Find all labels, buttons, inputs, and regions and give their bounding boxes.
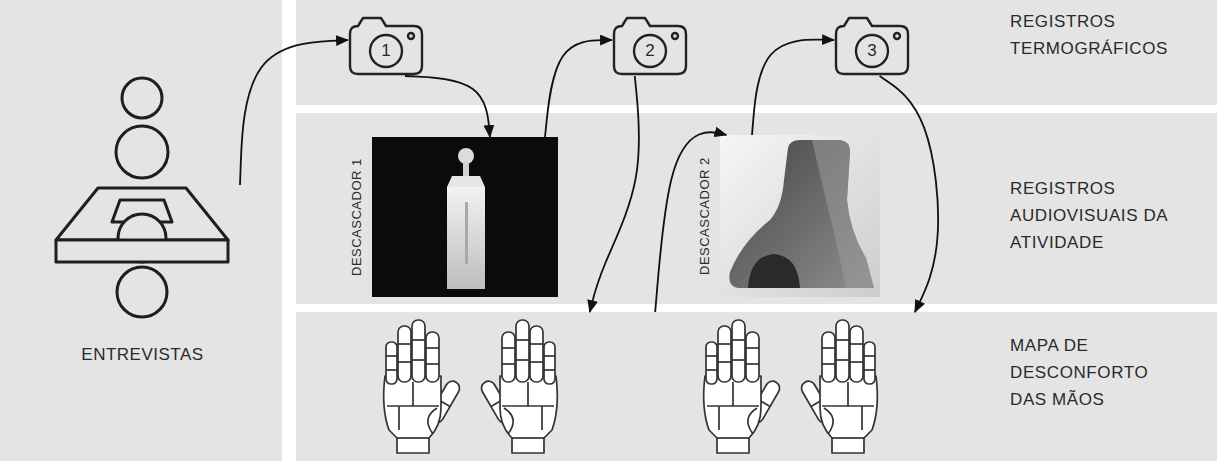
peeler-label: DESCASCADOR 1 bbox=[347, 137, 367, 297]
peeler-photo-art bbox=[720, 135, 880, 297]
step-number: 1 bbox=[348, 39, 424, 63]
band-label: REGISTROS AUDIOVISUAIS DA ATIVIDADE bbox=[1010, 175, 1180, 256]
stage-label: ENTREVISTAS bbox=[45, 344, 240, 366]
flow-arrow bbox=[752, 40, 834, 135]
peeler-photo-art bbox=[372, 137, 558, 297]
thermography-step: 1 bbox=[348, 14, 424, 76]
peeler-body bbox=[729, 140, 874, 288]
camera-flash bbox=[408, 33, 414, 39]
flow-arrow bbox=[880, 76, 939, 312]
camera-flash bbox=[672, 33, 678, 39]
person-head bbox=[117, 267, 167, 317]
stage-band: REGISTROS AUDIOVISUAIS DA ATIVIDADE DESCA… bbox=[296, 113, 1217, 304]
peeler-neck bbox=[463, 162, 469, 177]
band-label: REGISTROS TERMOGRÁFICOS bbox=[1010, 8, 1180, 62]
peeler-blade bbox=[447, 187, 485, 289]
peeler-knob bbox=[458, 148, 474, 164]
photo-background bbox=[720, 135, 880, 297]
peeler-slot bbox=[465, 202, 468, 264]
peeler-face bbox=[812, 140, 874, 288]
peeler-photo: DESCASCADOR 1 bbox=[372, 137, 558, 297]
interview-panel bbox=[0, 0, 282, 461]
stage-band: MAPA DE DESCONFORTO DAS MÃOS bbox=[296, 312, 1217, 461]
person-body bbox=[116, 126, 168, 178]
person-body bbox=[118, 214, 166, 262]
table-object bbox=[112, 200, 172, 222]
person-head bbox=[122, 78, 162, 118]
flow-arrow bbox=[240, 40, 348, 185]
thermography-step: 2 bbox=[612, 14, 688, 76]
hand-map bbox=[384, 320, 462, 453]
interview-icon bbox=[56, 78, 228, 317]
peeler-grip-hole bbox=[748, 254, 800, 288]
table-top bbox=[56, 188, 228, 240]
step-number: 3 bbox=[834, 39, 910, 63]
photo-background bbox=[372, 137, 558, 297]
peeler-shoulder bbox=[447, 176, 485, 187]
thermography-step: 3 bbox=[834, 14, 910, 76]
hand-map bbox=[799, 320, 877, 453]
stage-band: REGISTROS TERMOGRÁFICOS 1 2 3 bbox=[296, 0, 1217, 105]
flow-arrow bbox=[545, 40, 612, 137]
flow-arrow bbox=[590, 76, 639, 312]
camera-flash bbox=[894, 33, 900, 39]
interview-stage: ENTREVISTAS bbox=[45, 72, 240, 367]
hand-map bbox=[704, 320, 782, 453]
step-number: 2 bbox=[612, 39, 688, 63]
flow-arrow bbox=[655, 132, 726, 312]
table-front bbox=[56, 240, 228, 262]
peeler-label: DESCASCADOR 2 bbox=[695, 135, 715, 297]
flow-arrow bbox=[405, 76, 490, 137]
peeler-photo: DESCASCADOR 2 bbox=[720, 135, 880, 297]
band-label: MAPA DE DESCONFORTO DAS MÃOS bbox=[1010, 332, 1180, 413]
hand-map bbox=[479, 320, 557, 453]
